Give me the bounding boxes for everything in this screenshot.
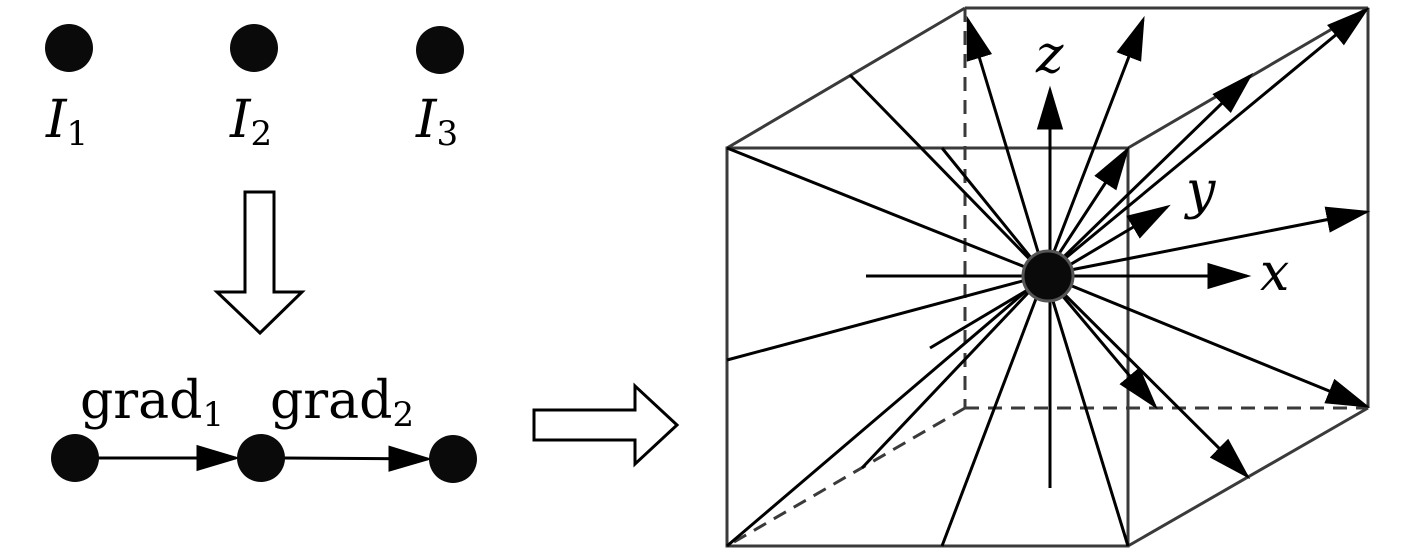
ray-upper-left-back (966, 15, 1047, 276)
gradient-chain (51, 434, 477, 483)
point-i2 (230, 24, 278, 72)
label-i1: I1 (45, 90, 88, 154)
ray-top-right-back (1044, 7, 1370, 277)
axis-label-y: y (1184, 161, 1216, 221)
chain-point-2 (237, 434, 285, 482)
cube-front-face (725, 146, 1130, 548)
point-i3 (416, 26, 464, 74)
gradient-arrow-2 (283, 445, 433, 472)
gradient-labels: grad1 grad2 (80, 371, 414, 435)
axis-label-z: z (1035, 25, 1064, 85)
ray-left (726, 273, 1046, 362)
ray-down-right-front (1043, 273, 1251, 480)
ray-bottom-front (940, 274, 1047, 547)
ray-top-left-mid (848, 73, 1047, 277)
ray-top-left-corner (726, 146, 1046, 277)
cube-edge-top-left (726, 6, 966, 150)
axis-label-x: x (1260, 243, 1289, 303)
ray-bottom-right-corner (1043, 274, 1130, 547)
label-i2: I2 (229, 90, 272, 154)
point-i1 (45, 24, 93, 72)
chain-point-1 (51, 434, 99, 482)
ray-top-front (940, 147, 1047, 276)
intensity-labels: I1 I2 I3 (45, 90, 458, 154)
ray-bottom-left-mid (860, 273, 1047, 470)
center-point (1021, 249, 1075, 303)
cube-edge-bottom-right (1127, 406, 1369, 548)
label-i3: I3 (415, 90, 458, 154)
label-grad1: grad1 (80, 371, 224, 435)
ray-upper-right (1043, 72, 1254, 277)
chain-point-3 (429, 435, 477, 483)
ray-bottom-left-corner (726, 273, 1046, 548)
right-block-arrow (532, 382, 680, 468)
label-grad2: grad2 (270, 371, 414, 435)
ray-up-back (1043, 15, 1145, 276)
axis-labels: z y x (1035, 25, 1289, 303)
ray-right-back (1044, 206, 1371, 277)
ray-lower-right-back (1044, 273, 1371, 408)
down-block-arrow (213, 190, 306, 336)
intensity-points (45, 24, 464, 74)
direction-rays (726, 7, 1371, 548)
cube-hidden-edge-diagonal (726, 406, 966, 548)
